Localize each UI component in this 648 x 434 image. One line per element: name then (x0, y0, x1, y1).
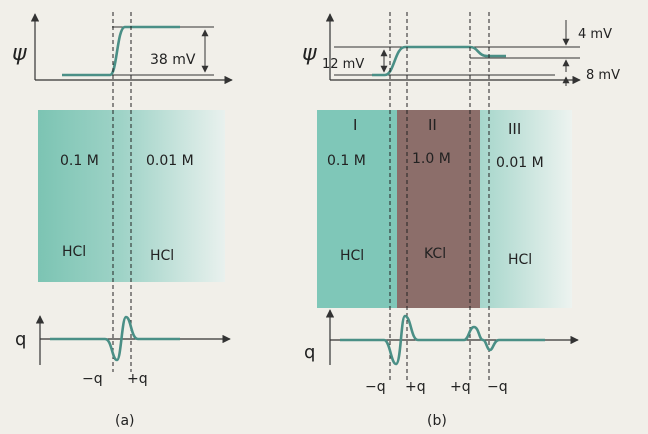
region-ii-concentration: 1.0 M (412, 151, 451, 167)
jump-8-label: 8 mV (586, 68, 620, 83)
charge-label-b-2: +q (405, 379, 426, 395)
region-iii-solute: HCl (508, 252, 532, 268)
panel-a: ψ 38 mV 0.1 M 0.01 M HCl HCl q −q +q (a) (12, 12, 233, 429)
panel-a-caption: (a) (115, 413, 135, 429)
charge-distribution-curve (50, 315, 180, 362)
potential-step-curve (62, 25, 180, 77)
region-i-solute: HCl (340, 248, 364, 264)
region-iii-concentration: 0.01 M (496, 155, 544, 171)
charge-label-b-3: +q (450, 379, 471, 395)
panel-b-potential-plot: ψ 12 mV 4 mV 8 mV (302, 13, 620, 86)
panel-b: ψ 12 mV 4 mV 8 mV I II III 0.1 M 1.0 M 0… (302, 12, 620, 429)
panel-b-charge-plot: q −q +q +q −q (304, 309, 579, 395)
region-ii-roman: II (428, 116, 437, 134)
left-concentration: 0.1 M (60, 153, 99, 169)
panel-a-charge-plot: q −q +q (15, 315, 231, 387)
charge-distribution-curve-b (340, 314, 545, 366)
jump-4-label: 4 mV (578, 27, 612, 42)
negative-charge-label: −q (82, 371, 103, 387)
charge-label-b-4: −q (487, 379, 508, 395)
right-solute: HCl (150, 248, 174, 264)
region-i-roman: I (353, 116, 357, 134)
jump-12-label: 12 mV (322, 57, 364, 72)
q-symbol-b: q (304, 342, 315, 363)
potential-jump-label: 38 mV (150, 52, 196, 68)
region-i-box (317, 110, 397, 308)
region-ii-box (397, 110, 480, 308)
charge-label-b-1: −q (365, 379, 386, 395)
region-iii-roman: III (508, 120, 521, 138)
region-iii-box (480, 110, 572, 308)
q-symbol: q (15, 329, 26, 350)
psi-symbol: ψ (12, 41, 27, 66)
region-ii-solute: KCl (424, 246, 446, 262)
positive-charge-label: +q (127, 371, 148, 387)
right-concentration: 0.01 M (146, 153, 194, 169)
panel-a-potential-plot: ψ 38 mV (12, 13, 233, 85)
panel-b-caption: (b) (427, 413, 447, 429)
region-i-concentration: 0.1 M (327, 153, 366, 169)
left-solute: HCl (62, 244, 86, 260)
potential-profile-curve-b (372, 45, 506, 77)
psi-symbol-b: ψ (302, 41, 317, 66)
